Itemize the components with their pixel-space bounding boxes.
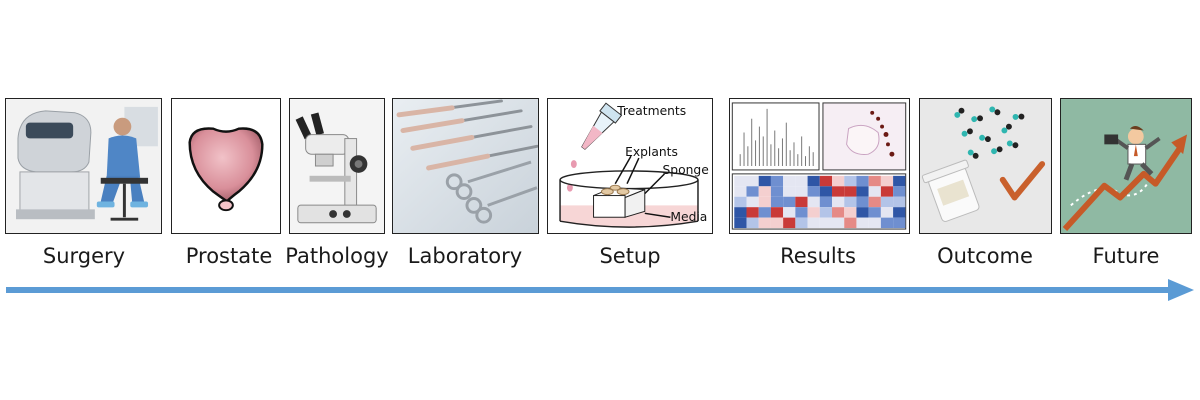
checkmark-icon <box>999 161 1046 201</box>
droplet-icon <box>570 160 577 168</box>
growth-arrow-icon <box>1062 144 1184 232</box>
stage-label-pathology: Pathology <box>285 244 389 268</box>
stage-label-surgery: Surgery <box>42 244 126 268</box>
pathology-panel <box>289 98 385 234</box>
prostate-panel <box>171 98 281 234</box>
ihc-stain-image <box>846 110 895 157</box>
stage-label-prostate: Prostate <box>185 244 273 268</box>
businessman-icon <box>1104 126 1161 181</box>
spectrum-plot <box>739 108 814 166</box>
stage-label-results: Results <box>780 244 856 268</box>
stage-label-setup: Setup <box>599 244 661 268</box>
droplet-icon <box>566 183 573 192</box>
annotation-sponge: Sponge <box>663 163 709 177</box>
heatmap-plot <box>734 175 906 229</box>
instruments-image <box>393 99 538 233</box>
annotation-treatments: Treatments <box>616 104 686 118</box>
results-figures <box>731 102 907 230</box>
setup-diagram: Treatments Explants Sponge Media <box>559 102 709 228</box>
outcome-image <box>920 99 1051 233</box>
stage-label-future: Future <box>1092 244 1160 268</box>
timeline-arrow <box>6 279 1194 301</box>
laboratory-panel <box>392 98 539 234</box>
microscope-image <box>290 99 384 233</box>
stage-label-laboratory: Laboratory <box>407 244 523 268</box>
outcome-panel <box>919 98 1052 234</box>
annotation-explants: Explants <box>625 145 678 159</box>
results-panel <box>729 98 910 234</box>
future-image <box>1061 99 1191 233</box>
capsules-image <box>954 106 1025 159</box>
annotation-media: Media <box>670 210 707 224</box>
setup-panel: Treatments Explants Sponge Media <box>547 98 713 234</box>
stage-label-outcome: Outcome <box>937 244 1033 268</box>
prostate-image <box>188 127 264 212</box>
surgery-panel <box>5 98 162 234</box>
surgery-image <box>6 99 161 233</box>
future-panel <box>1060 98 1192 234</box>
